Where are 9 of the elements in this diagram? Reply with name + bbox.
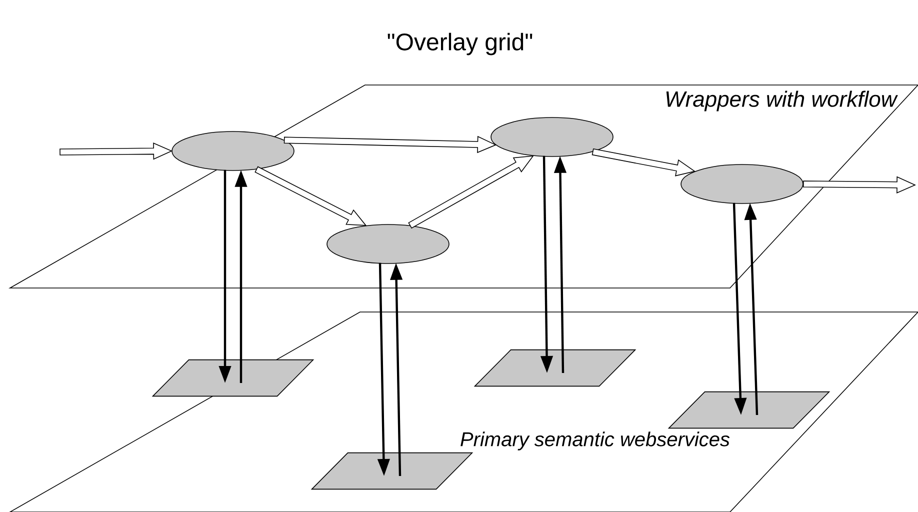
ellipse bbox=[680, 164, 804, 204]
title: "Overlay grid" bbox=[388, 32, 532, 56]
ellipse bbox=[326, 224, 450, 264]
hollow-arrow bbox=[284, 136, 497, 154]
hollow-arrow bbox=[254, 166, 367, 226]
ellipse bbox=[490, 117, 614, 157]
hollow-arrow bbox=[60, 142, 173, 160]
hollow-arrow bbox=[802, 176, 916, 194]
ellipse bbox=[172, 131, 294, 171]
